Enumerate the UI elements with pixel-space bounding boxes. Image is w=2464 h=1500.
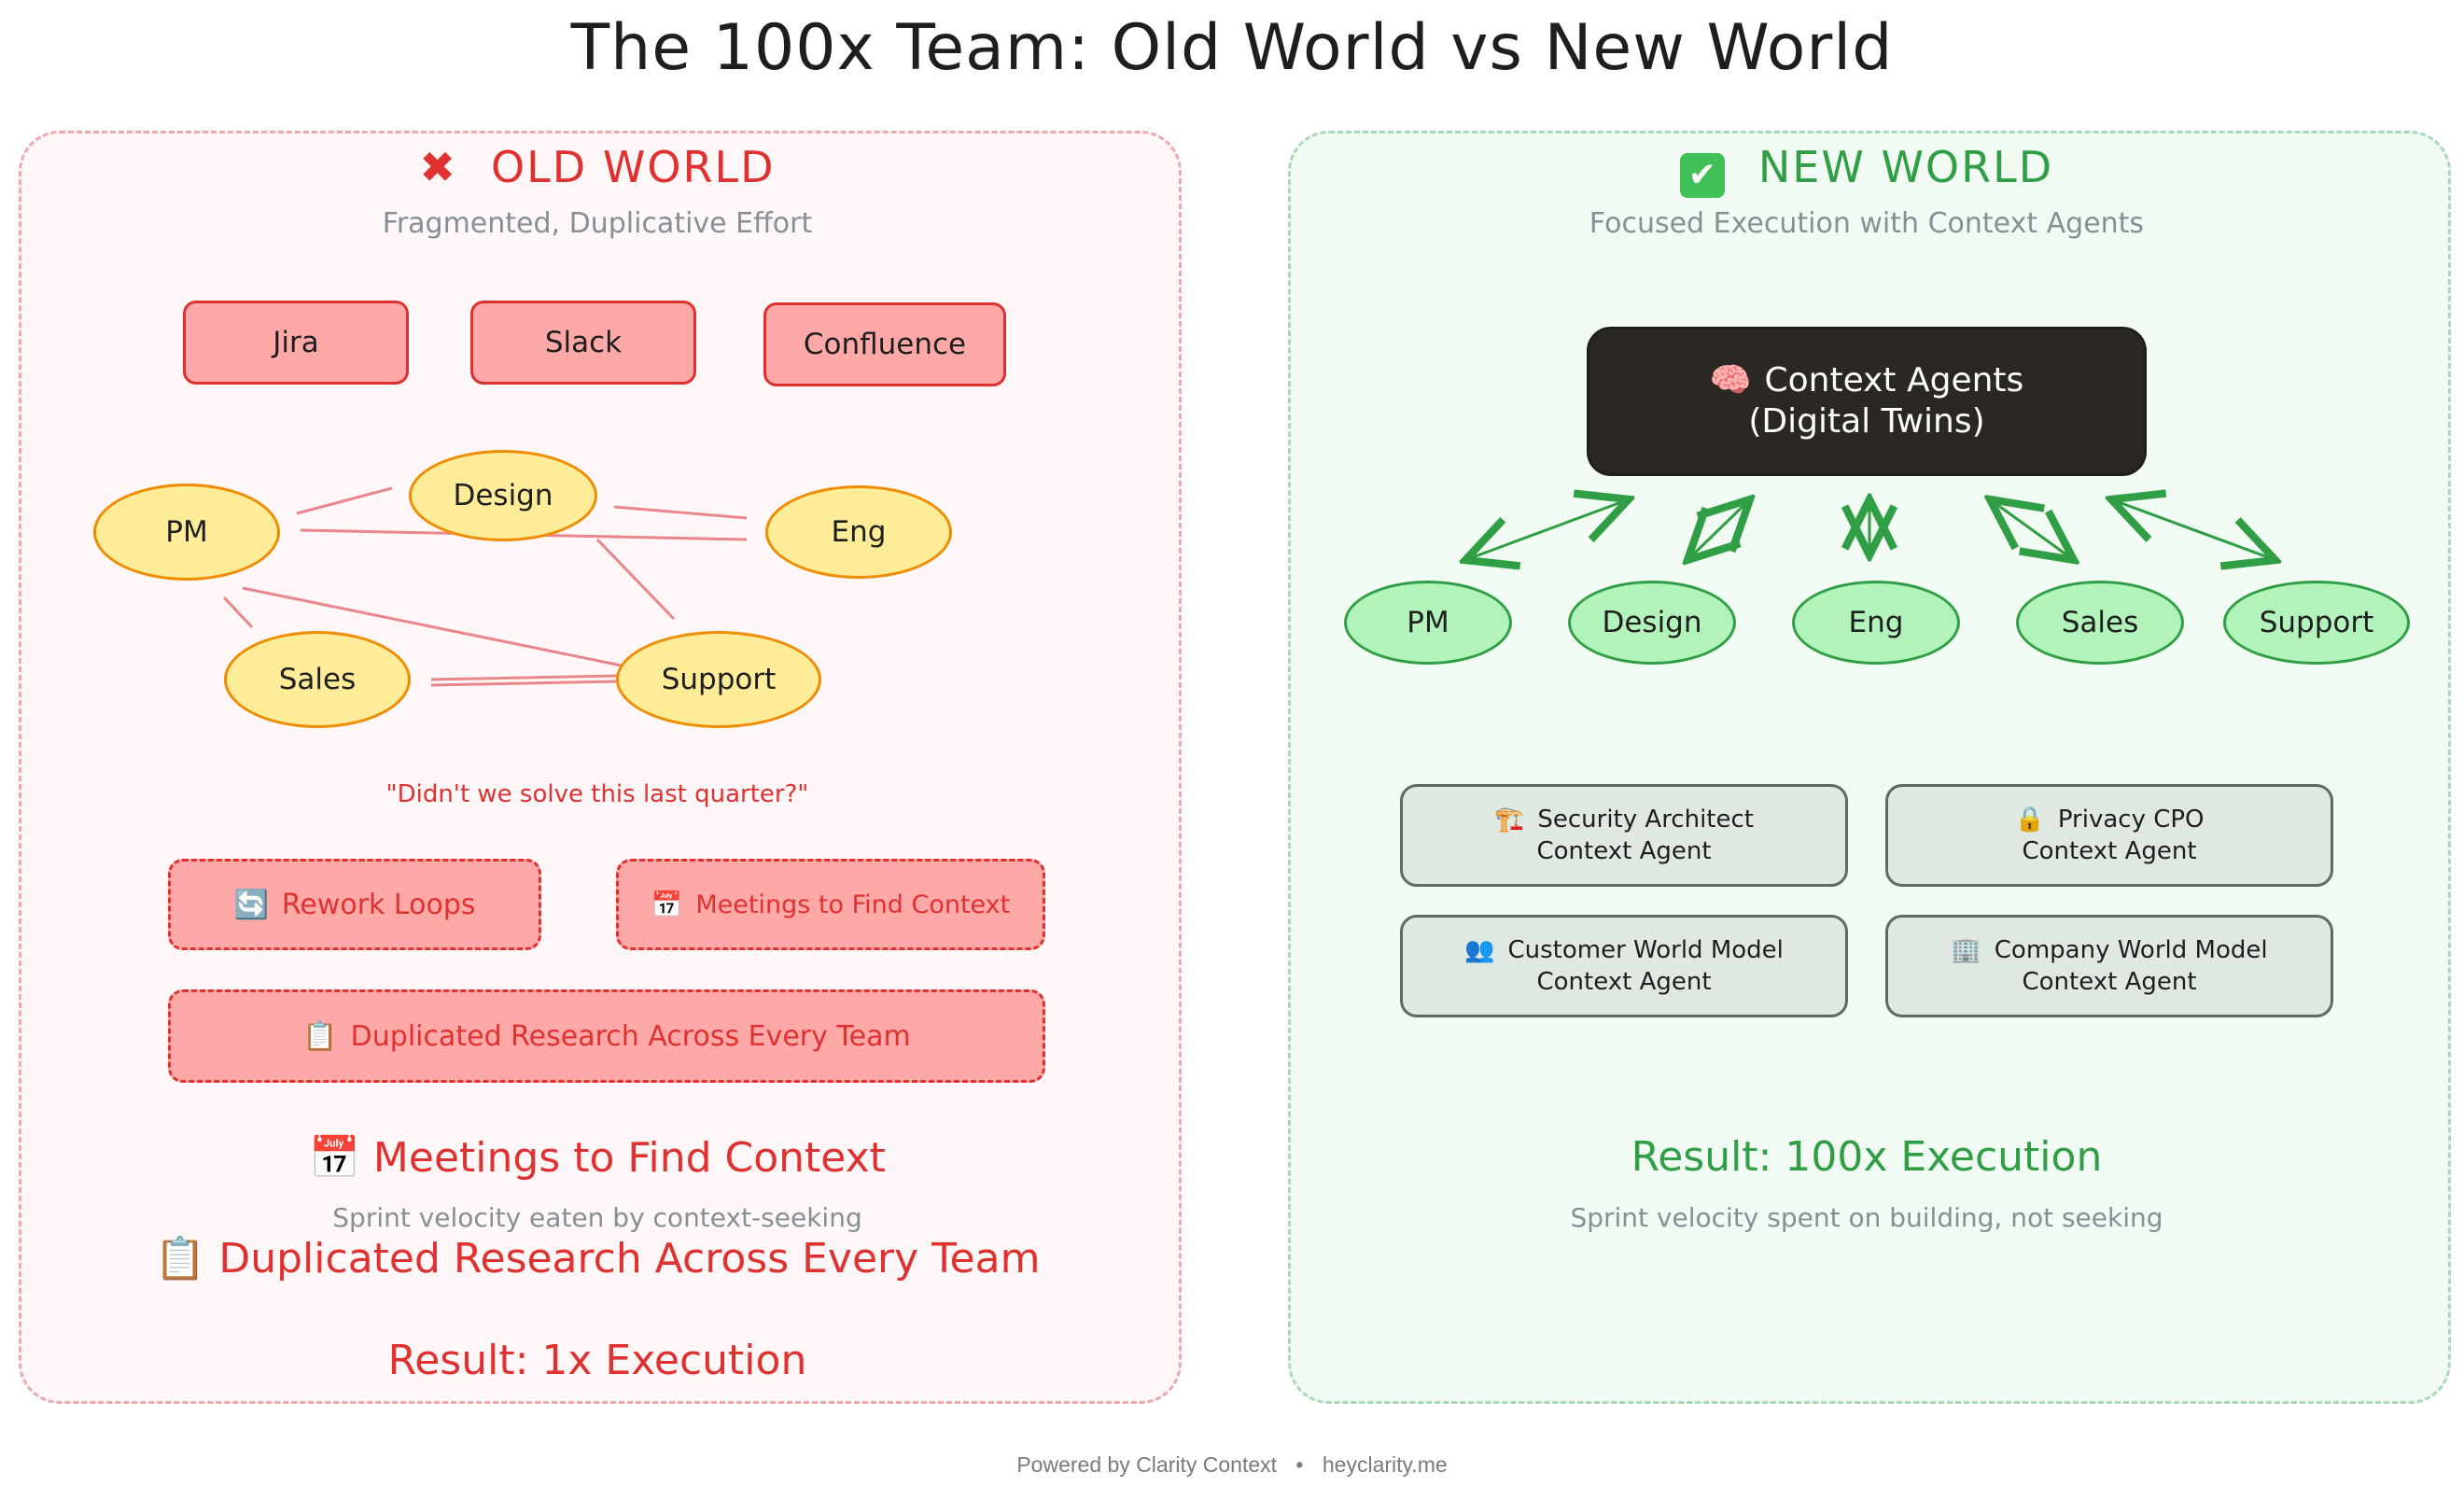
pain-rework-loops: 🔄Rework Loops: [168, 859, 541, 950]
old-world-result: Result: 1x Execution: [387, 1337, 807, 1384]
link-design-eng: [613, 505, 748, 520]
building-icon: 🏢: [1951, 936, 1981, 964]
pain-meetings: 📅Meetings to Find Context: [616, 859, 1045, 950]
link-pm-sales: [222, 596, 254, 629]
clipboard-icon: 📋: [302, 1019, 338, 1053]
role-support: Support: [616, 631, 821, 728]
old-world-subheading: Fragmented, Duplicative Effort: [382, 207, 813, 240]
footer: Powered by Clarity Context • heyclarity.…: [0, 1452, 2464, 1478]
brain-icon: 🧠: [1709, 361, 1752, 400]
agent-company-world-model: 🏢Company World Model Context Agent: [1885, 915, 2333, 1017]
footer-link[interactable]: heyclarity.me: [1322, 1452, 1448, 1477]
arrow-hub-pm: [1465, 499, 1629, 560]
people-icon: 👥: [1464, 936, 1495, 964]
new-role-design: Design: [1568, 581, 1736, 665]
arrow-hub-design: [1687, 499, 1750, 560]
calendar-icon: 📅: [651, 890, 683, 919]
new-role-pm: PM: [1344, 581, 1512, 665]
tool-jira: Jira: [183, 301, 409, 385]
cross-mark-icon: ✖: [419, 142, 457, 192]
link-pm-support: [242, 586, 664, 676]
new-world-result: Result: 100x Execution: [1631, 1133, 2103, 1181]
agent-security-architect: 🏗️Security Architect Context Agent: [1400, 784, 1848, 887]
new-role-sales: Sales: [2016, 581, 2184, 665]
new-velocity-note: Sprint velocity spent on building, not s…: [1570, 1202, 2163, 1233]
tool-slack: Slack: [470, 301, 696, 385]
new-role-eng: Eng: [1792, 581, 1960, 665]
arrow-hub-sales: [1990, 499, 2074, 560]
meetings-callout: 📅Meetings to Find Context: [309, 1134, 886, 1182]
role-sales: Sales: [224, 631, 411, 728]
agent-privacy-cpo: 🔒Privacy CPO Context Agent: [1885, 784, 2333, 887]
link-design-support: [595, 538, 676, 621]
arrow-hub-support: [2111, 499, 2275, 560]
new-role-support: Support: [2223, 581, 2410, 665]
old-world-heading: ✖OLD WORLD: [419, 142, 776, 192]
new-world-arrows: [1465, 499, 2275, 560]
footer-separator: •: [1295, 1452, 1304, 1477]
construction-icon: 🏗️: [1494, 806, 1525, 834]
new-world-subheading: Focused Execution with Context Agents: [1589, 207, 2145, 240]
repeat-icon: 🔄: [233, 888, 269, 921]
pain-duplicated-research: 📋Duplicated Research Across Every Team: [168, 989, 1045, 1083]
role-design: Design: [409, 450, 597, 541]
agent-customer-world-model: 👥Customer World Model Context Agent: [1400, 915, 1848, 1017]
old-world-quote: "Didn't we solve this last quarter?": [385, 780, 809, 808]
context-agents-hub: 🧠Context Agents (Digital Twins): [1587, 327, 2147, 476]
calendar-icon: 📅: [309, 1134, 360, 1182]
old-velocity-note: Sprint velocity eaten by context-seeking: [332, 1202, 862, 1233]
check-mark-icon: ✔: [1679, 153, 1725, 198]
tool-confluence: Confluence: [763, 302, 1006, 386]
link-pm-design: [296, 486, 393, 515]
clipboard-icon: 📋: [154, 1235, 206, 1283]
lock-icon: 🔒: [2014, 806, 2045, 834]
link-sales-support-2: [430, 680, 619, 687]
page-title: The 100x Team: Old World vs New World: [570, 11, 1894, 85]
new-world-heading: ✔NEW WORLD: [1288, 142, 2445, 198]
link-sales-support: [430, 674, 619, 681]
footer-text: Powered by Clarity Context: [1016, 1452, 1278, 1477]
role-eng: Eng: [765, 485, 952, 579]
role-pm: PM: [93, 484, 280, 581]
context-agents-subtitle: (Digital Twins): [1748, 402, 1985, 441]
research-callout: 📋Duplicated Research Across Every Team: [154, 1235, 1041, 1283]
